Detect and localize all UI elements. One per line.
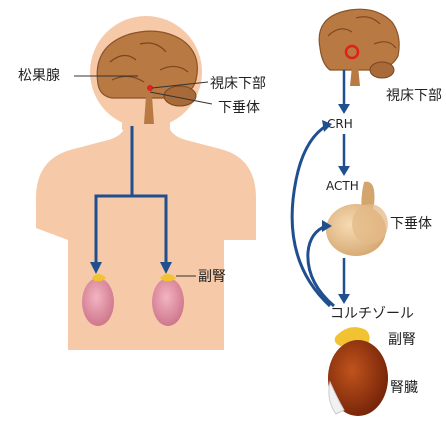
adrenal-label-right: 副腎: [388, 332, 416, 348]
arrowhead-cortisol: [338, 294, 350, 304]
feedback-arrow-to-hypothalamus: [292, 126, 330, 306]
arrowhead-acth: [338, 166, 350, 176]
arrowhead-crh: [338, 104, 350, 114]
pituitary-label-left: 下垂体: [218, 100, 260, 116]
adrenal-kidney-illustration: [328, 327, 388, 416]
hypothalamus-label-left: 視床下部: [210, 76, 266, 92]
kidney-label: 腎臓: [390, 380, 418, 396]
cortisol-label: コルチゾール: [330, 306, 414, 322]
acth-label: ACTH: [326, 179, 359, 193]
pituitary-label-right: 下垂体: [390, 216, 432, 232]
hypothalamus-label-right: 視床下部: [386, 88, 442, 104]
brain-right: [319, 9, 399, 86]
pineal-label: 松果腺: [18, 68, 60, 84]
adrenal-label-left: 副腎: [198, 269, 226, 285]
